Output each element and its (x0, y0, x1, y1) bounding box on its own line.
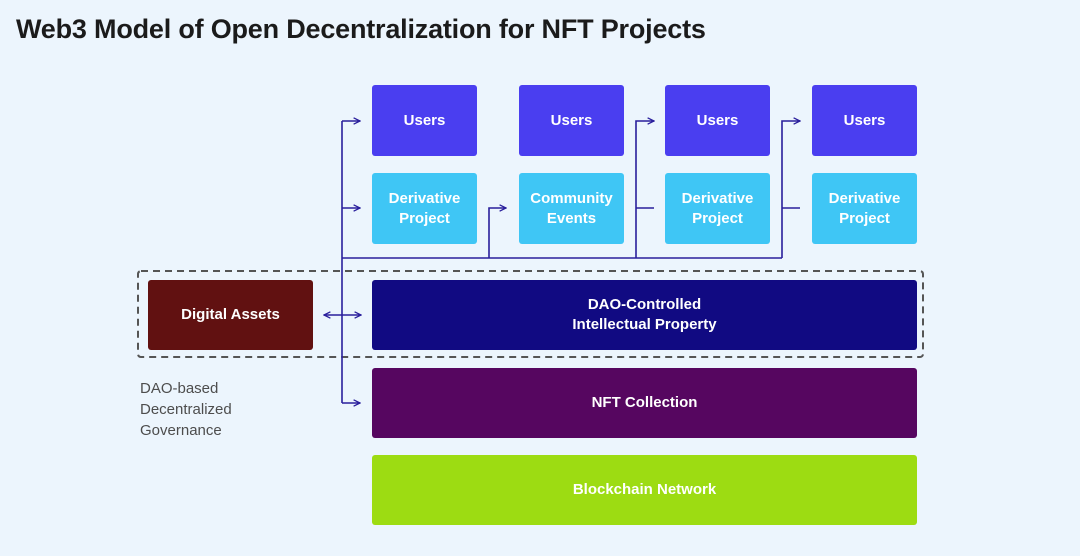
derivative-project-box-2: Derivative Project (665, 173, 770, 244)
arrow-to-community (488, 208, 506, 258)
branch-users-3 (635, 121, 654, 258)
derivative-project-box-3: Derivative Project (812, 173, 917, 244)
page-title: Web3 Model of Open Decentralization for … (16, 14, 706, 44)
users-box-3: Users (665, 85, 770, 156)
nft-collection-box: NFT Collection (372, 368, 917, 438)
derivative-project-box-1: Derivative Project (372, 173, 477, 244)
digital-assets-box: Digital Assets (148, 280, 313, 350)
dao-ip-box: DAO-Controlled Intellectual Property (372, 280, 917, 350)
users-box-4: Users (812, 85, 917, 156)
branch-users-4 (781, 121, 800, 258)
governance-label: DAO-based Decentralized Governance (140, 380, 232, 439)
blockchain-network-box: Blockchain Network (372, 455, 917, 525)
governance-dashed-boundary (137, 270, 924, 358)
community-events-box: Community Events (519, 173, 624, 244)
users-box-2: Users (519, 85, 624, 156)
users-box-1: Users (372, 85, 477, 156)
